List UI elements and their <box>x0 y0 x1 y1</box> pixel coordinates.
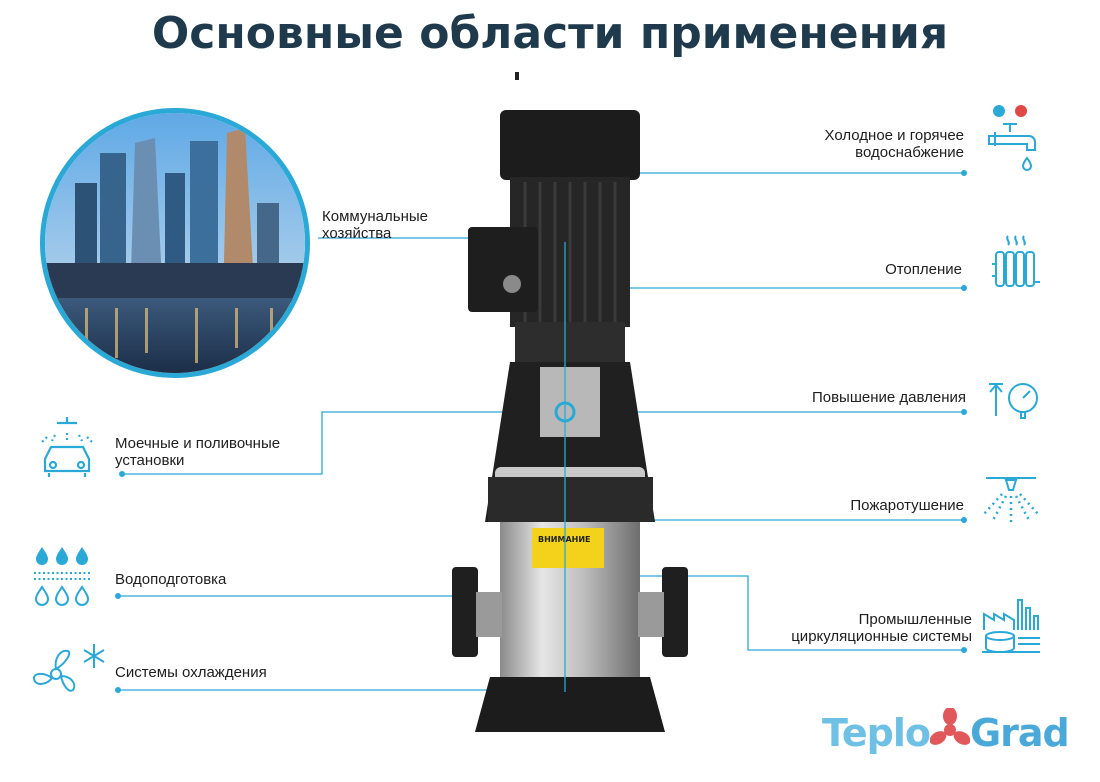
label-pressure: Повышение давления <box>811 389 966 406</box>
cooling-fan-icon <box>32 644 105 692</box>
label-cooling: Системы охлаждения <box>115 664 267 681</box>
pressure-gauge-icon <box>989 383 1038 419</box>
pump-illustration: ВНИМАНИЕ <box>452 72 688 732</box>
faucet-icon <box>988 105 1036 171</box>
label-fire: Пожаротушение <box>850 497 964 514</box>
fan-logo-icon <box>929 707 971 761</box>
car-wash-icon <box>40 417 94 477</box>
label-hot-cold-water: Холодное и горячее водоснабжение <box>824 127 965 161</box>
radiator-icon <box>992 235 1040 287</box>
industrial-factory-icon <box>982 599 1040 653</box>
water-treatment-icon <box>34 547 90 606</box>
city-skyline-image <box>40 108 310 378</box>
fire-sprinkler-icon <box>983 477 1039 526</box>
line-washing <box>122 411 565 475</box>
label-heating: Отопление <box>885 261 962 278</box>
label-washing: Моечные и поливочные установки <box>115 435 281 469</box>
warning-label-text: ВНИМАНИЕ <box>538 535 591 544</box>
page-title: Основные области применения <box>151 8 949 59</box>
label-water-treatment: Водоподготовка <box>115 571 227 588</box>
line-industrial <box>575 575 964 651</box>
label-communal: Коммунальные хозяйства <box>322 208 428 242</box>
label-industrial: Промышленные циркуляционные системы <box>791 611 972 645</box>
